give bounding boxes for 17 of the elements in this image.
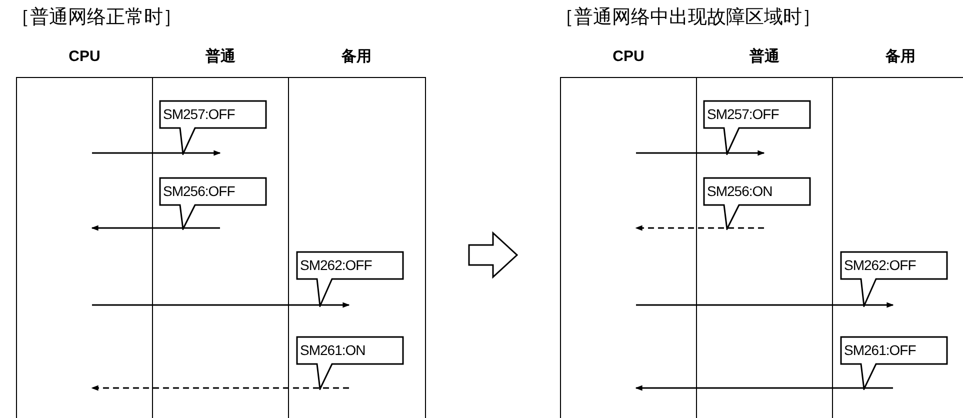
column-heading: CPU (68, 47, 102, 67)
column-heading: 备用 (884, 47, 916, 67)
column-heading: CPU (612, 47, 646, 67)
callout-bubble: SM257:OFF (159, 100, 267, 155)
callout-bubble: SM261:OFF (840, 336, 948, 390)
panel-title: ［普通网络中出现故障区域时］ (555, 6, 821, 30)
callout-bubble: SM256:OFF (159, 177, 267, 230)
block-arrow (468, 231, 518, 279)
callout-bubble: SM257:OFF (703, 100, 811, 155)
callout-bubble: SM256:ON (703, 177, 811, 230)
callout-bubble: SM262:OFF (840, 251, 948, 307)
column-heading: 普通 (748, 46, 780, 67)
callout-bubble: SM261:ON (296, 336, 404, 390)
column-heading: 备用 (340, 47, 372, 67)
callout-bubble: SM262:OFF (296, 251, 404, 307)
panel-title: ［普通网络正常时］ (11, 6, 182, 30)
column-heading: 普通 (204, 46, 236, 67)
